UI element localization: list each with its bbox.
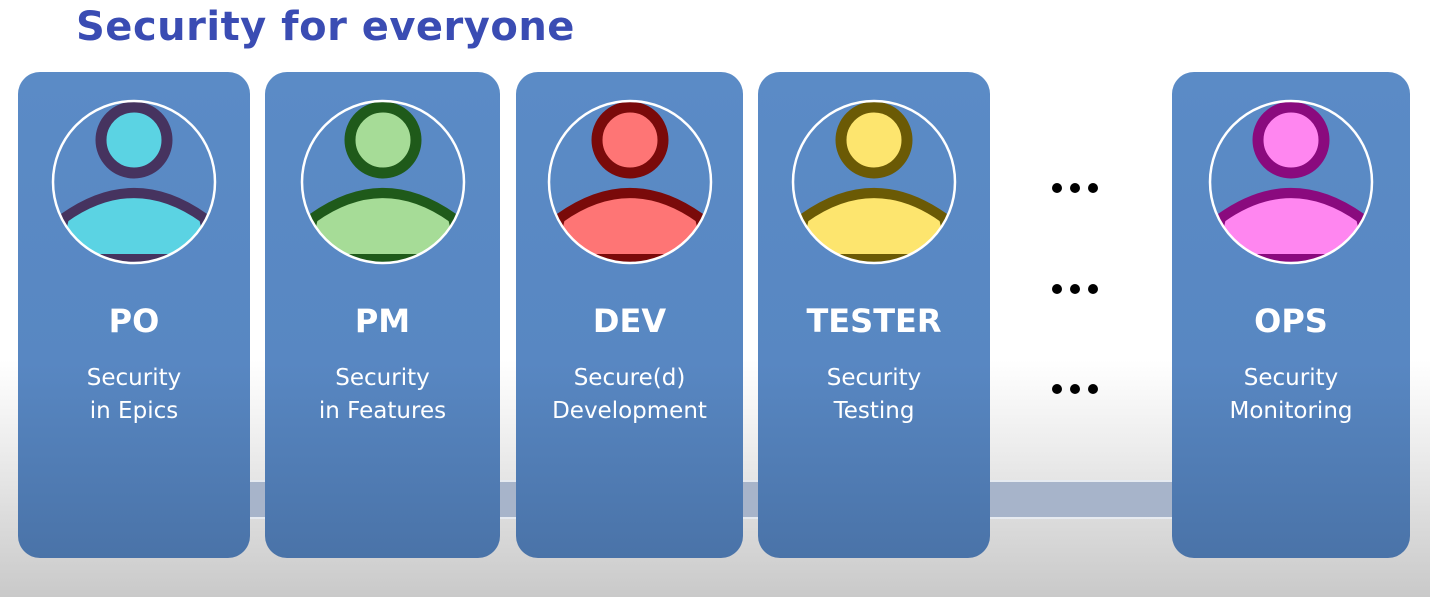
role-card-po: PO Security in Epics	[18, 72, 250, 558]
role-description-line: Testing	[833, 398, 915, 424]
role-description-line: Security	[86, 365, 182, 391]
role-description-line: Security	[1243, 365, 1339, 391]
role-title: PO	[108, 302, 160, 340]
role-description-line: Secure(d)	[573, 365, 686, 391]
role-description-line: in Features	[318, 398, 447, 424]
person-icon	[51, 99, 217, 265]
role-card-pm: PM Security in Features	[265, 72, 500, 558]
role-card-dev: DEV Secure(d) Development	[516, 72, 743, 558]
role-description: Secure(d) Development	[516, 362, 743, 428]
role-description: Security in Epics	[18, 362, 250, 428]
role-description-line: Monitoring	[1229, 398, 1353, 424]
role-title: PM	[354, 302, 411, 340]
person-icon	[1208, 99, 1374, 265]
role-card-ops: OPS Security Monitoring	[1172, 72, 1410, 558]
role-title: OPS	[1254, 302, 1328, 340]
role-title: TESTER	[806, 302, 942, 340]
ellipsis-icon	[1052, 183, 1106, 193]
role-description-line: Security	[826, 365, 922, 391]
ellipsis-icon	[1052, 384, 1106, 394]
role-description-line: Security	[335, 365, 430, 391]
role-title: DEV	[592, 302, 667, 340]
ellipsis-icon	[1052, 284, 1106, 294]
person-icon	[547, 99, 712, 265]
person-icon	[300, 99, 465, 265]
role-description-line: Development	[552, 398, 707, 424]
role-description: Security Testing	[758, 362, 990, 428]
person-icon	[791, 99, 957, 265]
role-description: Security in Features	[265, 362, 500, 428]
role-card-tester: TESTER Security Testing	[758, 72, 990, 558]
slide-title: Security for everyone	[76, 4, 575, 50]
role-description: Security Monitoring	[1172, 362, 1410, 428]
role-description-line: in Epics	[89, 398, 179, 424]
